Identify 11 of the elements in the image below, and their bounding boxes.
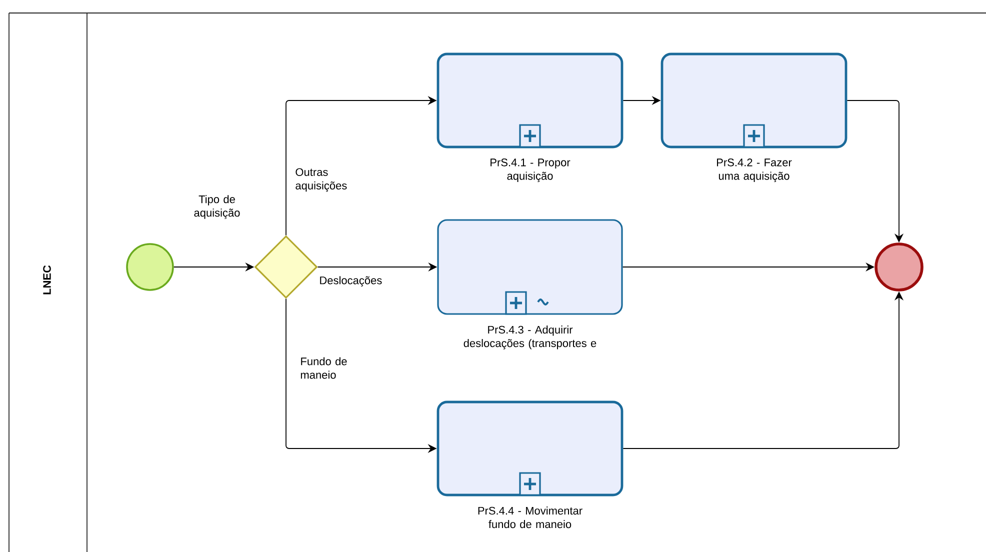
subprocess-label: PrS.4.1 - Propor aquisição — [490, 158, 570, 182]
subprocess-label: PrS.4.2 - Fazer uma aquisição — [717, 158, 792, 182]
edge-label: Deslocações — [320, 276, 382, 286]
start-event-circle — [126, 243, 174, 291]
edge-label: Outras aquisições — [296, 168, 347, 192]
gateway-label: Tipo de aquisição — [194, 195, 240, 219]
subprocess-label: PrS.4.3 - Adquirir deslocações (transportes e — [464, 326, 596, 350]
lane-label: LNEC — [43, 265, 51, 294]
edge-label: Fundo de maneio — [300, 357, 347, 379]
end-event-circle — [874, 242, 924, 292]
subprocess-label: PrS.4.4 - Movimentar fundo de maneio — [478, 506, 582, 528]
